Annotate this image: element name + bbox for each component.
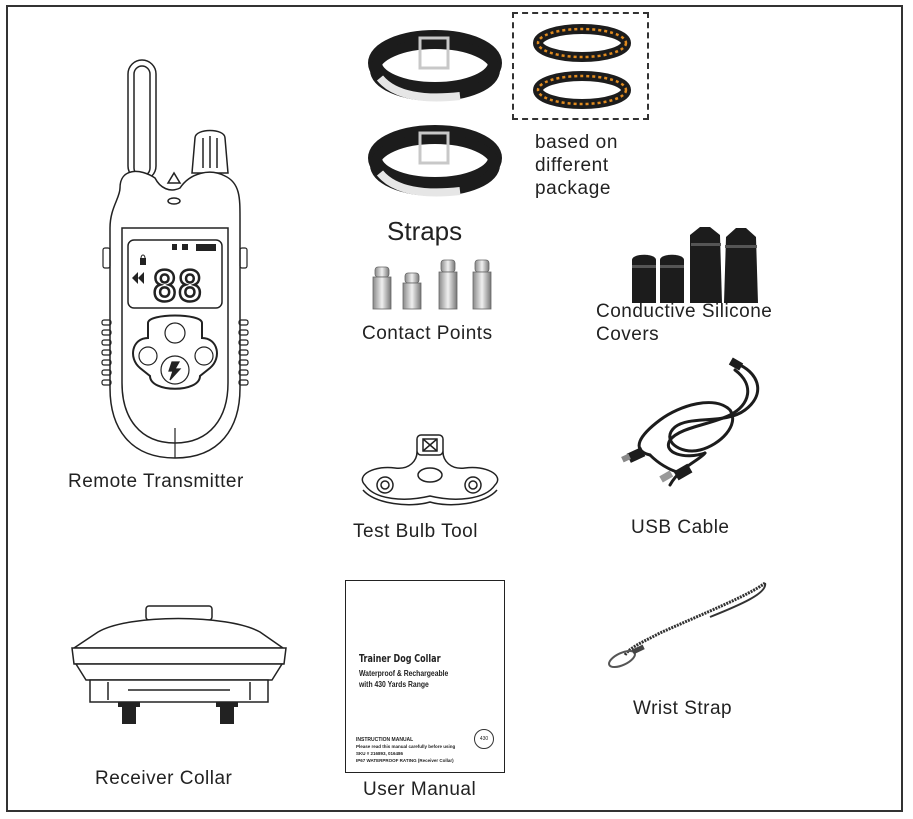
manual-fine-1: Please read this manual carefully before… — [356, 744, 456, 749]
packing-list-frame — [6, 5, 903, 812]
package-note-line-2: different — [535, 155, 609, 176]
straps-image — [368, 30, 502, 197]
usb-cable-label: USB Cable — [631, 517, 730, 538]
remote-transmitter-image: 88 — [101, 59, 249, 459]
manual-line-2: with 430 Yards Range — [359, 680, 429, 689]
test-bulb-tool-label: Test Bulb Tool — [353, 521, 478, 542]
silicone-covers-label-2: Covers — [596, 324, 660, 345]
test-bulb-tool-image — [361, 434, 499, 506]
silicone-covers-label-1: Conductive Silicone — [596, 301, 773, 322]
remote-display-digits: 88 — [152, 262, 203, 311]
manual-line-1: Waterproof & Rechargeable — [359, 669, 449, 678]
manual-fine-3: IP67 WATERPROOF RATING (Receiver Collar) — [356, 758, 454, 763]
manual-fine-2: SKU # 216893, 016486 — [356, 751, 404, 756]
package-note: based on different package — [535, 131, 618, 200]
contact-points-label: Contact Points — [362, 323, 493, 344]
manual-title: Trainer Dog Collar — [359, 653, 441, 665]
wrist-strap-label: Wrist Strap — [633, 698, 733, 719]
orange-straps-image — [533, 24, 631, 109]
wrist-strap-image — [608, 581, 767, 669]
receiver-collar-image — [71, 605, 287, 724]
straps-label: Straps — [387, 216, 463, 246]
remote-transmitter-label: Remote Transmitter — [68, 471, 244, 492]
user-manual-cover: Trainer Dog Collar Waterproof & Recharge… — [345, 580, 505, 773]
silicone-covers-image — [632, 227, 758, 303]
manual-heading: INSTRUCTION MANUAL — [356, 737, 414, 743]
manual-range-badge: 430 — [474, 729, 494, 749]
receiver-collar-label: Receiver Collar — [95, 768, 233, 789]
contact-points-image — [372, 259, 492, 310]
package-note-line-1: based on — [535, 132, 618, 153]
package-note-line-3: package — [535, 178, 612, 199]
alternate-strap-box — [512, 12, 649, 120]
usb-cable-image — [621, 357, 760, 487]
user-manual-label: User Manual — [363, 779, 477, 800]
